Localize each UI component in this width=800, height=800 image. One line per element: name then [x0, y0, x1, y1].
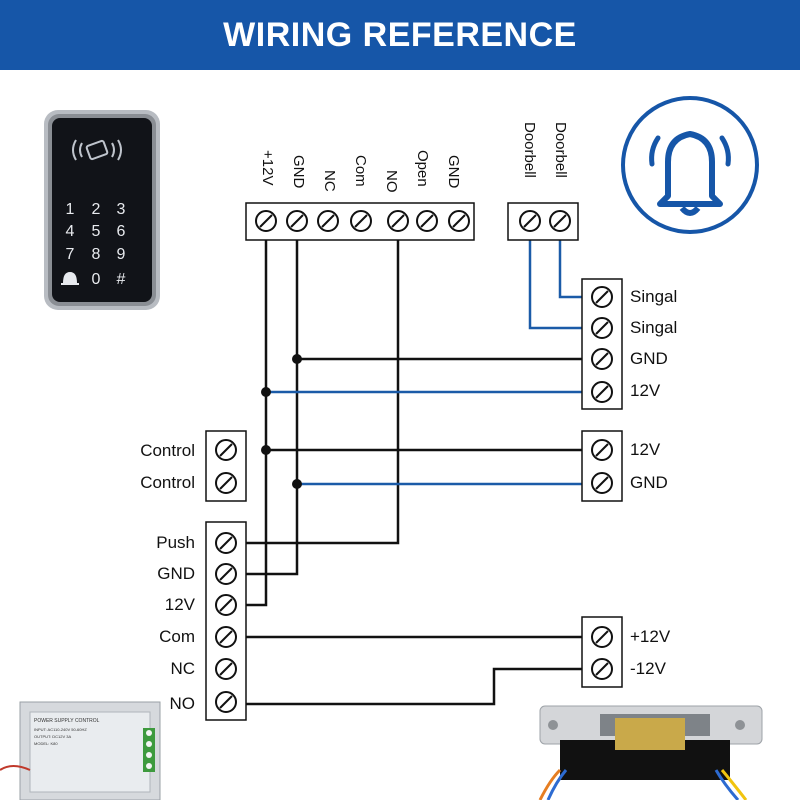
controller-label-no: NO	[383, 170, 400, 193]
terminal-screw	[215, 691, 237, 713]
lock-label-plus12v: +12V	[630, 627, 671, 646]
psu-label-no: NO	[169, 694, 196, 713]
keypad-key: #	[117, 271, 126, 288]
power-supply-label-line: OUTPUT: DC12V 3A	[34, 734, 71, 739]
psu-label-nc: NC	[170, 659, 195, 678]
terminal-screw	[317, 210, 339, 232]
terminal-screw	[350, 210, 372, 232]
terminal-screw	[448, 210, 470, 232]
keypad-key: 2	[92, 201, 101, 218]
doorbell-label-2: Doorbell	[552, 122, 569, 178]
terminal-screw	[215, 439, 237, 461]
power-in-terminal-block	[581, 430, 623, 502]
terminal-screw	[519, 210, 541, 232]
keypad-key: 8	[92, 246, 101, 263]
lock-terminal-block	[581, 616, 623, 688]
keypad-key: 1	[66, 201, 75, 218]
terminal-screw	[591, 348, 613, 370]
doorbell-unit-label-signal-1: Singal	[630, 287, 678, 306]
terminal-screw	[591, 472, 613, 494]
power-supply-label-line: MODEL: K80	[34, 741, 58, 746]
controller-label-plus12v: +12V	[259, 150, 276, 186]
terminal-screw	[416, 210, 438, 232]
terminal-screw	[215, 658, 237, 680]
header-banner: WIRING REFERENCE	[0, 0, 800, 70]
controller-label-nc: NC	[321, 170, 338, 192]
power-supply-label-line: INPUT: AC110-240V 50-60HZ	[34, 727, 87, 732]
doorbell-label-1: Doorbell	[521, 122, 538, 178]
power-supply-label-title: POWER SUPPLY CONTROL	[34, 718, 100, 724]
wires	[244, 240, 584, 706]
power-supply-device: POWER SUPPLY CONTROL INPUT: AC110-240V 5…	[0, 701, 161, 800]
wire-gnd-main	[244, 240, 299, 576]
controller-label-open: Open	[414, 150, 431, 187]
terminal-screw	[591, 439, 613, 461]
keypad-key: 6	[117, 223, 126, 240]
page-title: WIRING REFERENCE	[223, 15, 577, 54]
wire-no-lock	[244, 667, 584, 706]
control-label-1: Control	[140, 441, 195, 460]
power-in-label-gnd: GND	[630, 473, 668, 492]
terminal-screw	[591, 317, 613, 339]
terminal-screw	[591, 626, 613, 648]
terminal-screw	[591, 381, 613, 403]
keypad-key: 3	[117, 201, 126, 218]
doorbell-unit-label-signal-2: Singal	[630, 318, 678, 337]
psu-label-12v: 12V	[164, 595, 195, 614]
keypad-key: 9	[117, 246, 126, 263]
controller-label-com: Com	[352, 155, 369, 187]
rfid-symbol-icon	[72, 139, 122, 161]
controller-label-gnd: GND	[290, 155, 307, 189]
terminal-screw	[215, 626, 237, 648]
terminal-screw	[255, 210, 277, 232]
terminal-screw	[215, 563, 237, 585]
lock-label-minus12v: -12V	[630, 659, 666, 678]
controller-terminal-block	[245, 202, 475, 241]
psu-label-com: Com	[159, 627, 195, 646]
power-supply-main-terminal-block	[205, 521, 247, 721]
doorbell-unit-label-gnd: GND	[630, 349, 668, 368]
doorbell-unit-label-12v: 12V	[630, 381, 661, 400]
keypad-key: 5	[92, 223, 101, 240]
terminal-screw	[215, 594, 237, 616]
doorbell-terminal-block	[507, 202, 579, 241]
psu-label-gnd: GND	[157, 564, 195, 583]
keypad-key: 0	[92, 271, 101, 288]
wire-doorbell-2	[558, 240, 584, 299]
terminal-screw	[549, 210, 571, 232]
keypad-key: 7	[66, 246, 75, 263]
wire-doorbell-1	[528, 240, 584, 330]
power-supply-control-terminal-block	[205, 430, 247, 502]
doorbell-unit-terminal-block	[581, 278, 623, 410]
wire-12v-main	[244, 240, 268, 607]
terminal-screw	[215, 532, 237, 554]
electric-strike-device	[538, 705, 763, 800]
keypad-key: 4	[66, 223, 75, 240]
psu-label-push: Push	[156, 533, 195, 552]
terminal-screw	[215, 472, 237, 494]
bell-icon	[621, 96, 759, 234]
terminal-blocks	[205, 202, 623, 721]
terminal-screw	[591, 658, 613, 680]
control-label-2: Control	[140, 473, 195, 492]
controller-label-gnd-2: GND	[445, 155, 462, 189]
terminal-screw	[387, 210, 409, 232]
terminal-screw	[286, 210, 308, 232]
wire-no-push	[244, 240, 400, 545]
terminal-screw	[591, 286, 613, 308]
power-in-label-12v: 12V	[630, 440, 661, 459]
wire-junctions	[261, 354, 302, 489]
doorbell-key-icon	[61, 272, 79, 285]
